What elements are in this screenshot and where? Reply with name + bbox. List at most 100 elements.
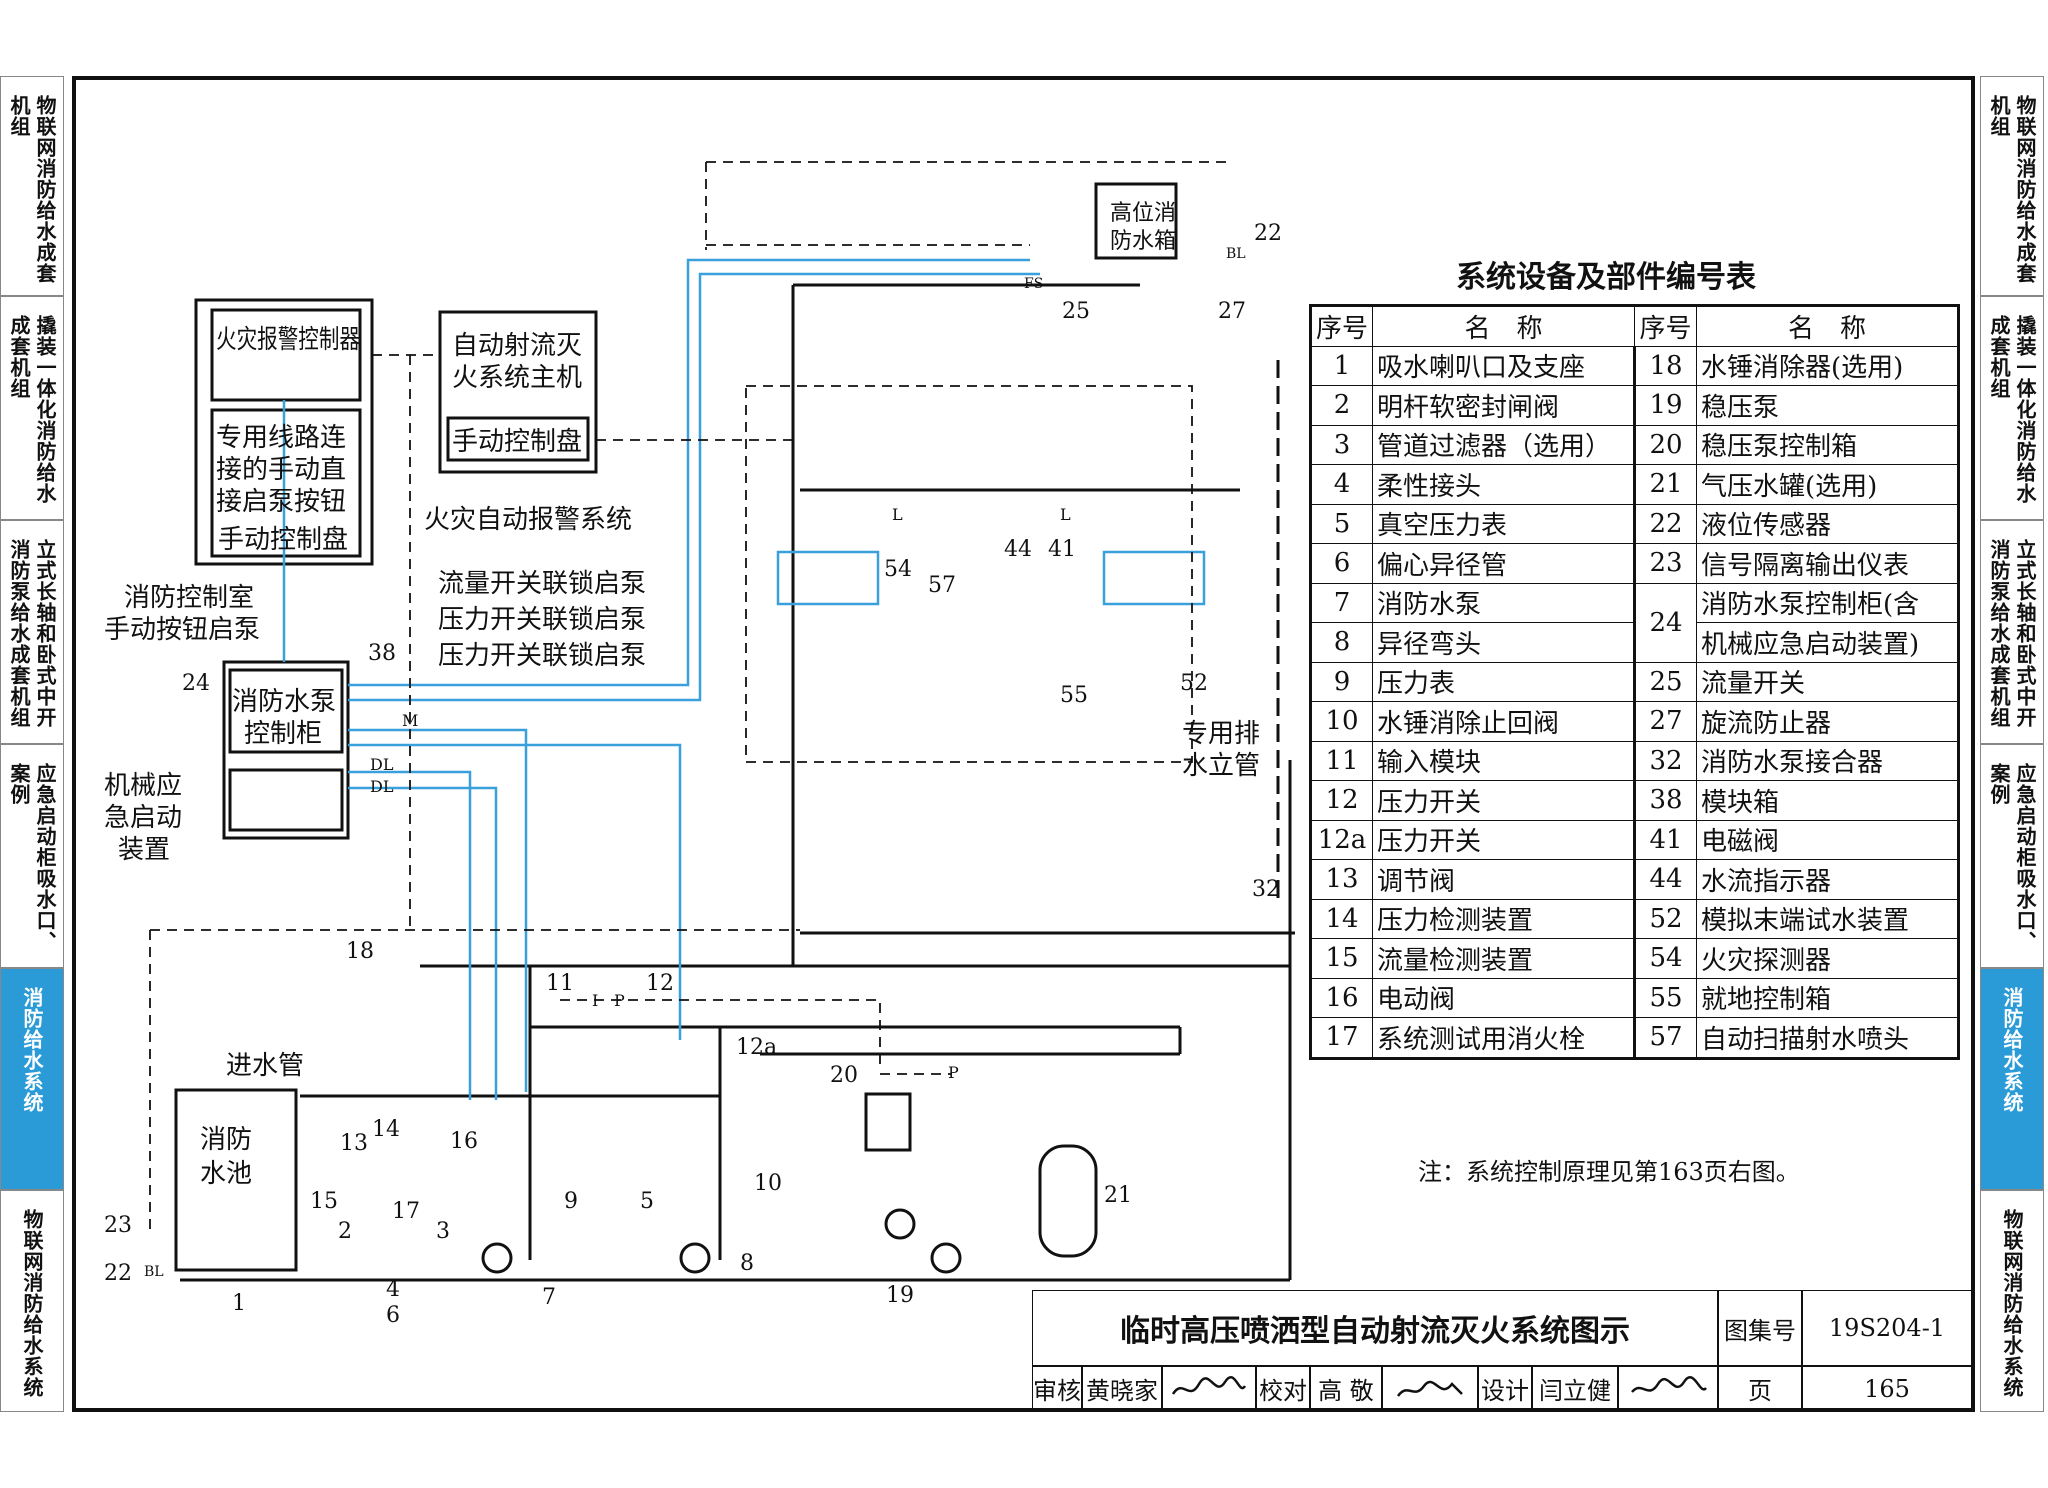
dl-label-2: DL [370, 777, 394, 796]
callout-20: 20 [830, 1063, 858, 1088]
item-number: 32 [1633, 740, 1698, 781]
module-l-label-1: L [892, 505, 903, 524]
item-name: 自动扫描射水喷头 [1696, 1017, 1960, 1059]
callout-4: 4 [386, 1277, 400, 1302]
item-name: 消防水泵 [1372, 582, 1636, 623]
side-tab-left-6[interactable]: 物联网消防给水系统 [0, 1190, 64, 1412]
review-label: 审核 [1032, 1366, 1082, 1411]
fs-label: FS [1024, 276, 1043, 292]
mech-start-line-3: 装置 [118, 835, 170, 865]
item-number: 4 [1309, 464, 1374, 505]
callout-41: 41 [1048, 537, 1076, 562]
item-number: 21 [1633, 464, 1698, 505]
item-number: 14 [1309, 898, 1374, 939]
item-number: 8 [1309, 622, 1374, 663]
callout-24: 24 [182, 671, 210, 696]
side-tab-right-1[interactable]: 物联网消防给水成套机组 [1980, 76, 2044, 296]
item-name: 吸水喇叭口及支座 [1372, 345, 1636, 386]
reviewer-signature [1162, 1366, 1256, 1411]
item-number: 2 [1309, 385, 1374, 426]
item-name: 偏心异径管 [1372, 543, 1636, 584]
item-number: 41 [1633, 819, 1698, 860]
callout-6: 6 [386, 1303, 400, 1328]
callout-15: 15 [310, 1189, 338, 1214]
module-i-label: I [592, 991, 598, 1010]
item-number: 24 [1633, 582, 1698, 663]
bl-label-tank: BL [1226, 246, 1246, 262]
item-number: 15 [1309, 938, 1374, 979]
callout-11: 11 [546, 971, 574, 996]
item-number: 18 [1633, 345, 1698, 386]
item-name: 调节阀 [1372, 859, 1636, 900]
item-name: 稳压泵 [1696, 385, 1960, 426]
item-name: 消防水泵控制柜(含 [1696, 582, 1960, 623]
item-name: 电动阀 [1372, 977, 1636, 1018]
control-room-line-1: 消防控制室 [124, 583, 254, 613]
item-number: 6 [1309, 543, 1374, 584]
item-number: 55 [1633, 977, 1698, 1018]
side-tab-left-2[interactable]: 撬装一体化消防给水成套机组 [0, 296, 64, 520]
callout-38: 38 [368, 641, 396, 666]
module-m-label: M [402, 711, 418, 730]
side-tab-label: 撬装一体化消防给水成套机组 [7, 315, 57, 504]
item-name: 异径弯头 [1372, 622, 1636, 663]
high-tank-line-1: 高位消 [1110, 201, 1176, 226]
item-number: 52 [1633, 898, 1698, 939]
drawing-title: 临时高压喷洒型自动射流灭火系统图示 [1032, 1290, 1718, 1366]
drawing-frame [72, 76, 1975, 1412]
item-number: 17 [1309, 1017, 1374, 1059]
side-tab-label: 物联网消防给水成套机组 [7, 95, 57, 284]
jet-host-line-1: 自动射流灭 [452, 331, 582, 361]
item-name: 水锤消除止回阀 [1372, 701, 1636, 742]
item-number: 57 [1633, 1017, 1698, 1059]
atlas-number: 19S204-1 [1802, 1290, 1972, 1366]
designer-signature [1618, 1366, 1718, 1411]
item-name: 压力开关 [1372, 819, 1636, 860]
item-number: 22 [1633, 503, 1698, 544]
item-name: 柔性接头 [1372, 464, 1636, 505]
callout-3: 3 [436, 1219, 450, 1244]
side-tab-right-5[interactable]: 消防给水系统 [1980, 968, 2044, 1190]
alarm-controller-label: 火灾报警控制器 [216, 325, 360, 355]
side-tab-left-5[interactable]: 消防给水系统 [0, 968, 64, 1190]
header-name-left: 名 称 [1372, 305, 1636, 347]
side-tab-left-4[interactable]: 应急启动柜吸水口、案例 [0, 744, 64, 968]
checker-signature [1382, 1366, 1478, 1411]
side-tab-label: 立式长轴和卧式中开消防泵给水成套机组 [1987, 539, 2037, 728]
control-room-line-2: 手动按钮启泵 [104, 615, 260, 645]
side-tab-label: 消防给水系统 [20, 987, 44, 1113]
side-tab-left-3[interactable]: 立式长轴和卧式中开消防泵给水成套机组 [0, 520, 64, 744]
callout-9: 9 [564, 1189, 578, 1214]
item-name: 水锤消除器(选用) [1696, 345, 1960, 386]
side-tab-right-6[interactable]: 物联网消防给水系统 [1980, 1190, 2044, 1412]
side-tab-right-4[interactable]: 应急启动柜吸水口、案例 [1980, 744, 2044, 968]
side-tab-left-1[interactable]: 物联网消防给水成套机组 [0, 76, 64, 296]
manual-start-line-1: 专用线路连 [216, 423, 346, 453]
fire-alarm-system-label: 火灾自动报警系统 [424, 505, 632, 535]
callout-8: 8 [740, 1251, 754, 1276]
item-name: 电磁阀 [1696, 819, 1960, 860]
side-tab-right-3[interactable]: 立式长轴和卧式中开消防泵给水成套机组 [1980, 520, 2044, 744]
item-name: 液位传感器 [1696, 503, 1960, 544]
item-number: 23 [1633, 543, 1698, 584]
item-name: 压力开关 [1372, 780, 1636, 821]
item-number: 16 [1309, 977, 1374, 1018]
side-tab-right-2[interactable]: 撬装一体化消防给水成套机组 [1980, 296, 2044, 520]
item-number: 44 [1633, 859, 1698, 900]
item-name: 模拟末端试水装置 [1696, 898, 1960, 939]
item-number: 12 [1309, 780, 1374, 821]
inlet-pipe-label: 进水管 [226, 1051, 304, 1081]
callout-1: 1 [232, 1291, 246, 1316]
callout-22-pool: 22 [104, 1261, 132, 1286]
callout-12: 12 [646, 971, 674, 996]
header-no-left: 序号 [1309, 305, 1374, 347]
item-name: 系统测试用消火栓 [1372, 1017, 1636, 1059]
side-tab-label: 物联网消防给水系统 [2000, 1209, 2024, 1398]
callout-21: 21 [1104, 1183, 1132, 1208]
